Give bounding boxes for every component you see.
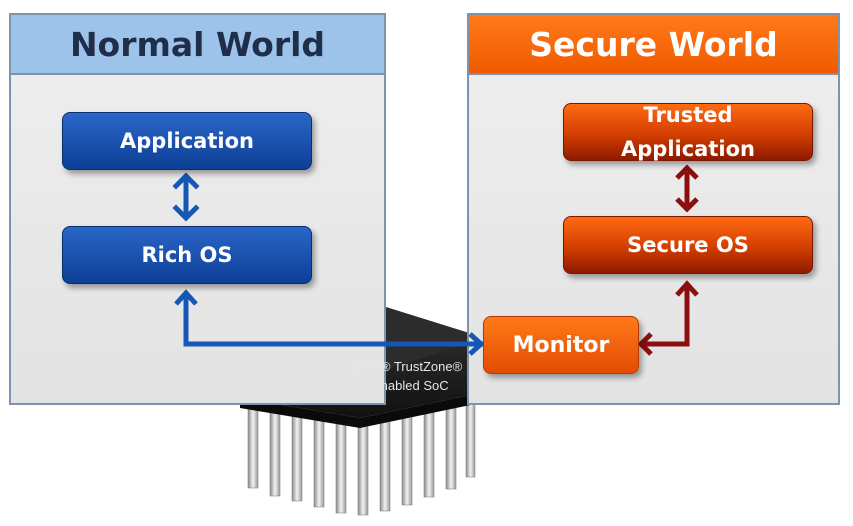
trusted-application-box: Trusted Application — [563, 103, 813, 161]
rich-os-box: Rich OS — [62, 226, 312, 284]
secureos-monitor-arrow — [637, 280, 699, 356]
application-box: Application — [62, 112, 312, 170]
normal-world-panel: Normal World — [9, 13, 386, 405]
monitor-box: Monitor — [483, 316, 639, 374]
app-richos-arrow — [172, 172, 200, 222]
richos-monitor-arrow — [174, 289, 485, 356]
secure-world-title: Secure World — [469, 15, 838, 75]
trusted-application-line2: Application — [621, 137, 755, 161]
chip-label-line2: Enabled SoC — [372, 378, 449, 393]
tapp-secureos-arrow — [675, 164, 699, 213]
chip-label-line1: ARM® TrustZone® — [352, 359, 463, 374]
trusted-application-line1: Trusted — [643, 103, 733, 127]
normal-world-title: Normal World — [11, 15, 384, 75]
secure-os-box: Secure OS — [563, 216, 813, 274]
